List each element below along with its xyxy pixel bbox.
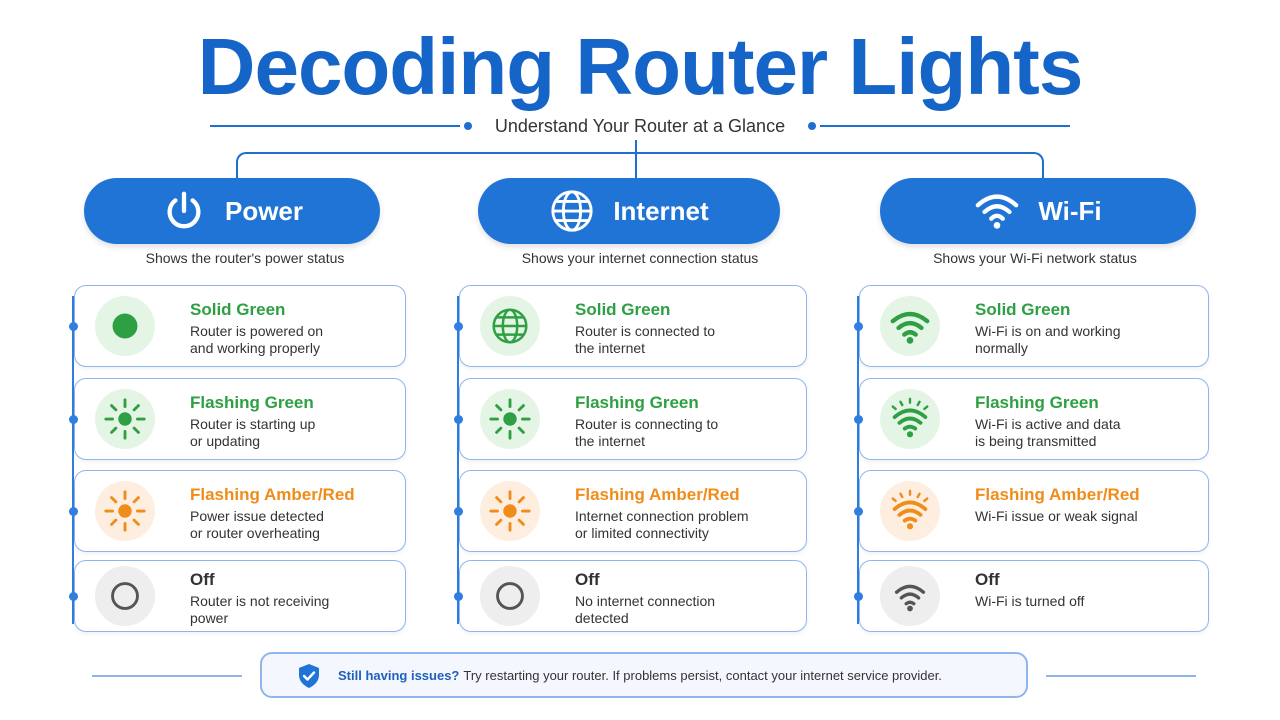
status-label: Solid Green [975, 300, 1071, 319]
off-ring-icon [480, 566, 540, 626]
divider-left [210, 125, 460, 127]
divider-right [820, 125, 1070, 127]
shield-check-icon [299, 664, 319, 688]
status-label: Solid Green [190, 300, 286, 319]
footer-bold: Still having issues? [338, 667, 460, 683]
status-label: Flashing Green [190, 393, 314, 412]
flashing-dot-icon [480, 389, 540, 449]
card-bullet [854, 322, 863, 331]
wifi-header-label: Wi-Fi [1038, 195, 1102, 226]
wifi-description: Shows your Wi-Fi network status [933, 250, 1137, 266]
footer-text: Try restarting your router. If problems … [463, 667, 942, 683]
internet-card-flashing-amber: Flashing Amber/Red Internet connection p… [454, 470, 807, 552]
status-label: Off [190, 570, 215, 589]
wifi-card-off: Off Wi-Fi is turned off [854, 560, 1209, 632]
status-description: Wi-Fi is turned off [975, 593, 1085, 609]
card-bullet [454, 322, 463, 331]
footer-tip: Still having issues? Try restarting your… [260, 652, 1028, 698]
internet-header-label: Internet [613, 195, 709, 226]
globe-icon [480, 296, 540, 356]
power-header-label: Power [224, 195, 304, 226]
footer-line-right [1046, 675, 1196, 677]
flashing-dot-icon [95, 481, 155, 541]
divider-dot-left [464, 122, 472, 130]
off-ring-icon [95, 566, 155, 626]
card-bullet [854, 507, 863, 516]
card-bullet [69, 507, 78, 516]
wifi-flashing-icon [880, 389, 940, 449]
status-label: Off [575, 570, 600, 589]
card-bullet [854, 415, 863, 424]
card-bullet [454, 592, 463, 601]
wifi-icon [880, 566, 940, 626]
status-label: Solid Green [575, 300, 671, 319]
wifi-rail [857, 296, 859, 624]
status-label: Flashing Green [575, 393, 699, 412]
internet-rail [457, 296, 459, 624]
connector-left [236, 152, 636, 180]
card-bullet [69, 592, 78, 601]
card-bullet [69, 322, 78, 331]
footer-line-left [92, 675, 242, 677]
card-bullet [454, 415, 463, 424]
flashing-dot-icon [480, 481, 540, 541]
connector-right [636, 152, 1044, 180]
power-header: Power [84, 178, 380, 244]
card-bullet [69, 415, 78, 424]
globe-icon [551, 190, 593, 232]
flashing-dot-icon [95, 389, 155, 449]
status-label: Flashing Green [975, 393, 1099, 412]
wifi-icon [976, 194, 1019, 229]
status-label: Flashing Amber/Red [575, 485, 740, 504]
card-bullet [454, 507, 463, 516]
card-bullet [854, 592, 863, 601]
page-subtitle: Understand Your Router at a Glance [494, 116, 786, 136]
subtitle-row: Understand Your Router at a Glance [210, 114, 1070, 138]
page-title: Decoding Router Lights [197, 22, 1084, 111]
internet-description: Shows your internet connection status [521, 250, 759, 266]
solid-dot-icon [95, 296, 155, 356]
status-label: Flashing Amber/Red [975, 485, 1140, 504]
power-rail [72, 296, 74, 624]
wifi-icon [880, 296, 940, 356]
status-label: Flashing Amber/Red [190, 485, 355, 504]
internet-header: Internet [478, 178, 780, 244]
wifi-flashing-icon [880, 481, 940, 541]
wifi-header: Wi-Fi [880, 178, 1196, 244]
status-label: Off [975, 570, 1000, 589]
power-description: Shows the router's power status [145, 250, 345, 266]
status-description: Wi-Fi issue or weak signal [975, 508, 1138, 524]
wifi-card-flashing-amber: Flashing Amber/Red Wi-Fi issue or weak s… [854, 470, 1209, 552]
power-icon [167, 191, 201, 229]
divider-dot-right [808, 122, 816, 130]
